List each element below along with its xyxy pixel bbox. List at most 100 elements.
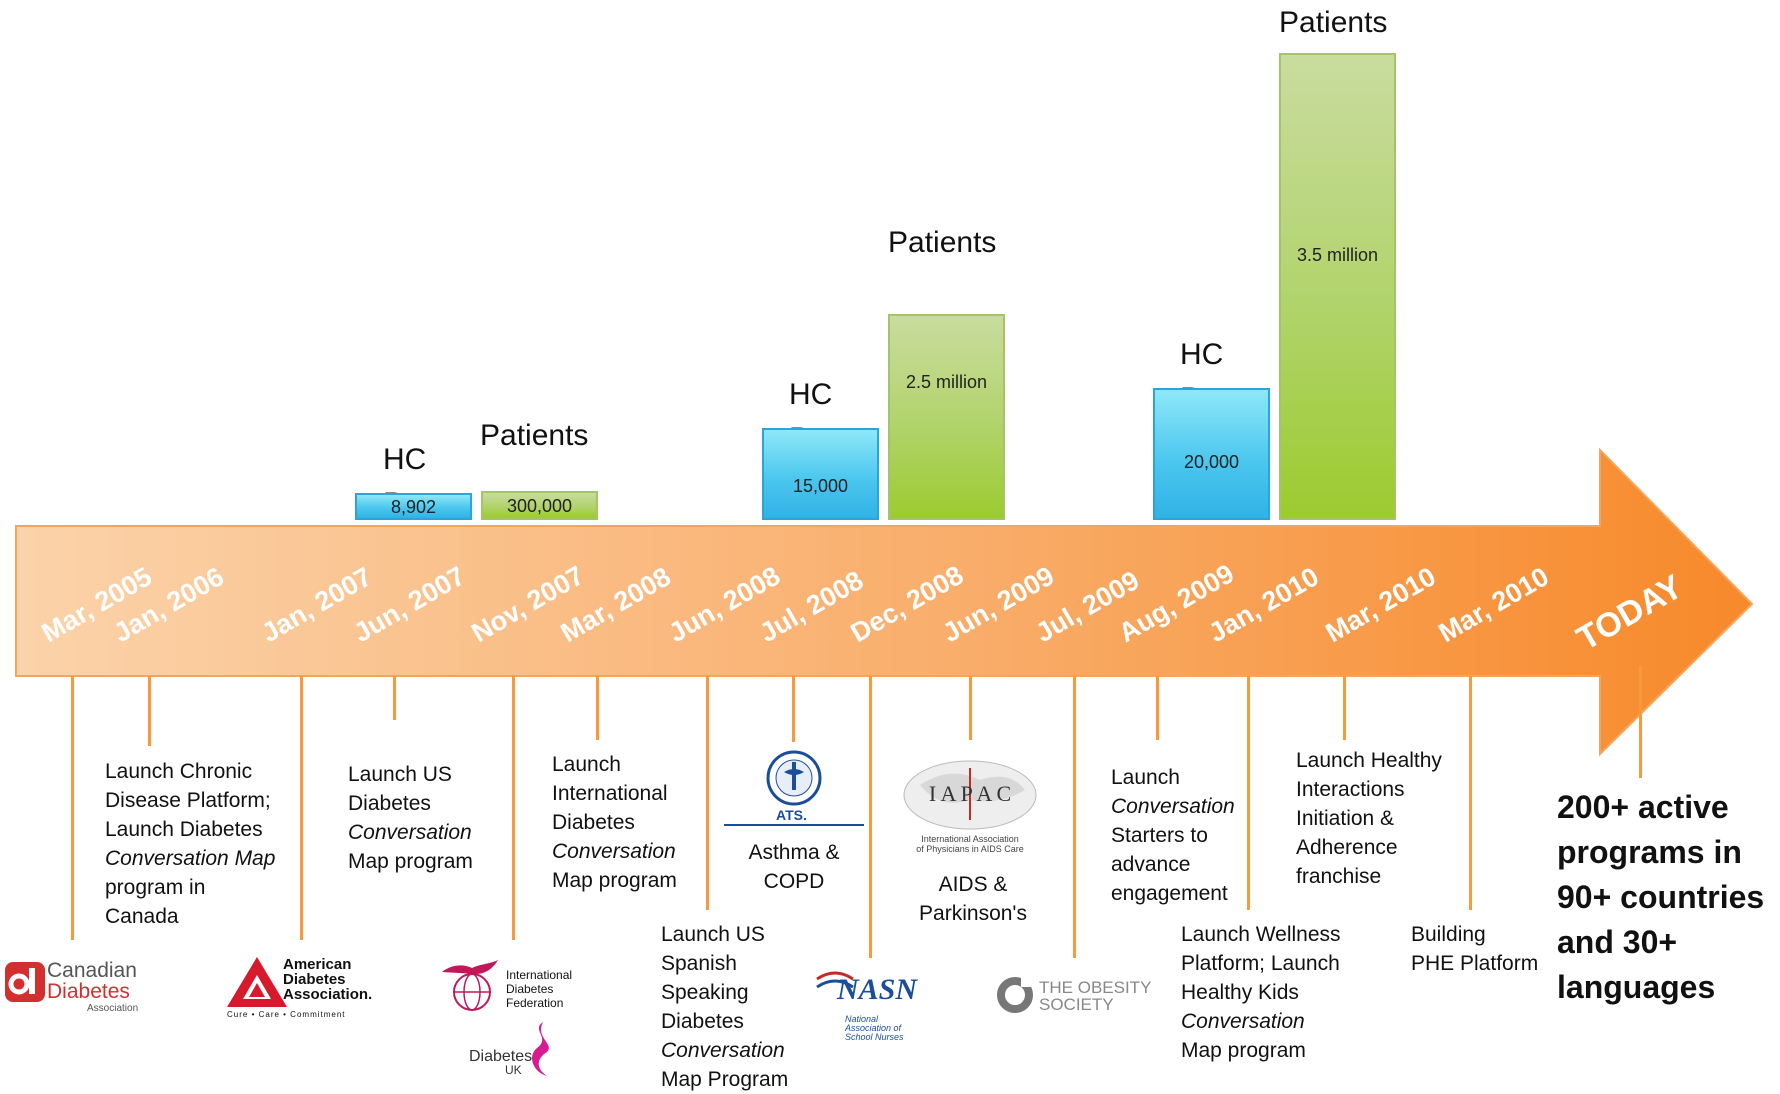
milestone-note: Asthma & COPD (744, 838, 844, 896)
note-line: Conversation (348, 821, 472, 844)
timeline-tick (596, 676, 599, 740)
note-line: Building (1411, 923, 1486, 946)
timeline-tick (792, 676, 795, 742)
note-line: International (552, 782, 668, 805)
hcp-bar: 20,000 (1153, 388, 1270, 520)
note-line: Starters to (1111, 824, 1208, 847)
nasn-line3: School Nurses (845, 1032, 904, 1042)
nasn-logo: NASN National Association of School Nurs… (815, 965, 925, 1045)
note-line: program in (105, 876, 206, 899)
milestone-note: AIDS & Parkinson's (908, 870, 1038, 928)
timeline-arrow (15, 447, 1754, 757)
bar-value: 2.5 million (905, 372, 988, 392)
iapac-logo: I A P A C International Association of P… (900, 760, 1040, 860)
milestone-note: Launch US Diabetes Conversation Map prog… (348, 760, 473, 876)
timeline-tick (1469, 676, 1472, 910)
ada-tagline: Cure • Care • Commitment (227, 1010, 346, 1019)
note-line: Launch (1111, 766, 1180, 789)
note-line: Launch US (348, 763, 452, 786)
note-line: Conversation (661, 1039, 785, 1062)
note-line: Adherence (1296, 836, 1398, 859)
note-line: PHE Platform (1411, 952, 1539, 975)
ats-emblem-icon (766, 750, 822, 806)
idf-line3: Federation (506, 996, 564, 1010)
note-line: Initiation & (1296, 807, 1395, 830)
ada-line1: American (283, 956, 352, 973)
diabetes-uk-logo: Diabetes UK (467, 1018, 557, 1084)
timeline-tick (969, 676, 972, 740)
patients-label: Patients (1279, 6, 1388, 39)
duk-line1: Diabetes (469, 1048, 533, 1065)
note-line: Map Program (661, 1068, 789, 1091)
timeline-tick (512, 676, 515, 940)
cda-line1: Canadian (47, 959, 137, 982)
summary-text: 200+ active programs in 90+ countries an… (1557, 785, 1764, 1010)
iapac-line1: International Association (921, 834, 1019, 844)
milestone-note: Launch Wellness Platform; Launch Healthy… (1181, 920, 1341, 1065)
note-line: Launch Diabetes (105, 818, 263, 841)
duk-line2: UK (505, 1063, 522, 1077)
note-line: Launch Healthy (1296, 749, 1442, 772)
note-line: Conversation (1181, 1010, 1305, 1033)
bar-value: 300,000 (506, 496, 573, 516)
timeline-tick (1073, 676, 1076, 958)
cda-mark-icon (5, 962, 45, 1002)
note-line: Healthy Kids (1181, 981, 1299, 1004)
timeline-tick (706, 676, 709, 910)
obesity-ring-icon (997, 977, 1035, 1013)
ats-logo: ATS. (724, 750, 864, 830)
nasn-title: NASN (837, 973, 918, 1006)
american-diabetes-logo: American Diabetes Association. Cure • Ca… (225, 955, 380, 1019)
note-line: Launch Chronic (105, 760, 253, 783)
hcp-bar: 8,902 (355, 493, 472, 520)
milestone-note: Launch Chronic Disease Platform; Launch … (105, 757, 275, 931)
bar-value: 20,000 (1183, 452, 1240, 472)
ada-line3: Association. (283, 986, 373, 1003)
note-line: Canada (105, 905, 179, 928)
idf-line1: International (506, 968, 573, 982)
timeline-tick (393, 676, 396, 720)
milestone-note: Launch US Spanish Speaking Diabetes Conv… (661, 920, 788, 1094)
note-line: Parkinson's (919, 902, 1027, 925)
timeline-tick (1639, 666, 1642, 778)
patients-bar: 300,000 (481, 491, 598, 520)
timeline-tick (71, 676, 74, 940)
summary-line: programs in (1557, 834, 1742, 870)
milestone-note: Launch International Diabetes Conversati… (552, 750, 677, 895)
timeline-tick (1247, 676, 1250, 910)
idf-logo: International Diabetes Federation (440, 958, 590, 1016)
cda-line2: Diabetes (47, 980, 130, 1003)
patients-label: Patients (888, 226, 997, 259)
note-line: Conversation (1111, 795, 1235, 818)
obesity-line2: SOCIETY (1039, 995, 1114, 1014)
milestone-note: Launch Conversation Starters to advance … (1111, 763, 1235, 908)
ada-triangle-icon (227, 957, 287, 1007)
note-line: Launch (552, 753, 621, 776)
patients-label: Patients (480, 419, 589, 452)
idf-line2: Diabetes (506, 982, 554, 996)
timeline-tick (869, 676, 872, 958)
bar-value: 15,000 (792, 476, 849, 496)
canadian-diabetes-logo: Canadian Diabetes Association (5, 958, 155, 1016)
note-line: Map program (1181, 1039, 1306, 1062)
note-line: Launch Wellness (1181, 923, 1341, 946)
ats-underline (724, 824, 864, 826)
note-line: franchise (1296, 865, 1382, 888)
note-line: Diabetes (552, 811, 635, 834)
note-line: Speaking (661, 981, 749, 1004)
note-line: Diabetes (661, 1010, 744, 1033)
ats-text: ATS. (776, 807, 807, 823)
bar-value: 3.5 million (1296, 245, 1379, 265)
note-line: Asthma & (748, 841, 840, 864)
timeline-tick (148, 676, 151, 746)
timeline-tick (1156, 676, 1159, 740)
note-line: Diabetes (348, 792, 431, 815)
note-line: AIDS & (938, 873, 1008, 896)
note-line: Interactions (1296, 778, 1405, 801)
cda-line3: Association (87, 1003, 139, 1014)
nasn-swoosh-icon (816, 971, 854, 989)
patients-bar: 3.5 million (1279, 53, 1396, 520)
iapac-globe-icon (903, 760, 1037, 830)
hcp-label-line1: HC (789, 378, 833, 411)
summary-line: languages (1557, 969, 1716, 1005)
